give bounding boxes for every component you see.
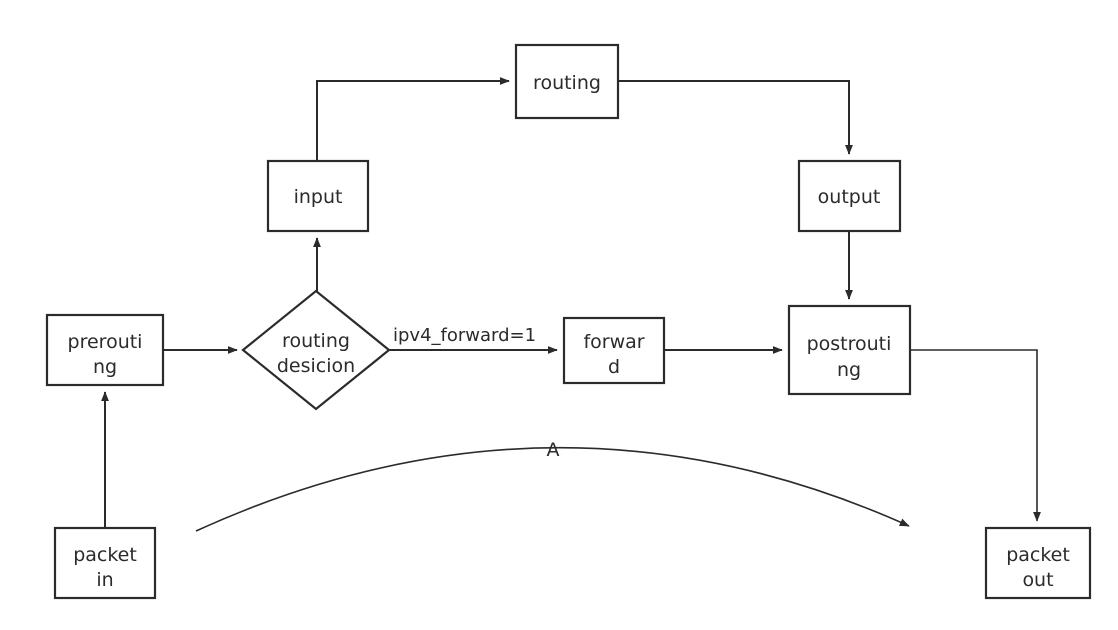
node-prerouting-label-line2: ng <box>93 356 117 378</box>
edge-postrouting-to-packet-out <box>910 349 1041 522</box>
node-prerouting[interactable]: prerouti ng <box>45 313 165 387</box>
node-routing[interactable]: routing <box>514 43 620 120</box>
node-packet-out-label-line1: packet <box>1006 544 1070 566</box>
edge-input-to-routing <box>316 77 510 161</box>
node-routing-decision-label-line1: routing <box>282 330 350 352</box>
edge-routing-to-output <box>618 80 853 155</box>
node-packet-in-label-line2: in <box>96 569 113 591</box>
node-forward-label-line1: forwar <box>583 331 644 353</box>
node-input-label: input <box>294 186 343 208</box>
node-packet-in[interactable]: packet in <box>53 526 157 600</box>
node-packet-in-label-line1: packet <box>73 544 137 566</box>
edge-decision-to-forward: ipv4_forward=1 <box>389 325 558 354</box>
node-output-label: output <box>818 186 881 208</box>
node-output[interactable]: output <box>797 159 902 233</box>
node-postrouting-label-line2: ng <box>837 359 861 381</box>
arc-label-a: A <box>547 439 560 461</box>
node-routing-label: routing <box>533 72 601 94</box>
edge-label-ipv4-forward: ipv4_forward=1 <box>393 325 536 346</box>
node-routing-decision-label-line2: desicion <box>277 355 355 377</box>
node-postrouting-label-line1: postrouti <box>807 333 892 355</box>
node-routing-decision[interactable]: routing desicion <box>241 289 391 411</box>
edge-arc-annotation <box>195 446 910 532</box>
node-postrouting[interactable]: postrouti ng <box>787 304 912 396</box>
node-forward[interactable]: forwar d <box>562 316 666 385</box>
node-forward-label-line2: d <box>608 356 620 378</box>
node-input[interactable]: input <box>266 159 370 233</box>
node-packet-out-label-line2: out <box>1022 569 1053 591</box>
node-packet-out[interactable]: packet out <box>984 526 1092 600</box>
node-prerouting-label-line1: prerouti <box>68 331 143 353</box>
